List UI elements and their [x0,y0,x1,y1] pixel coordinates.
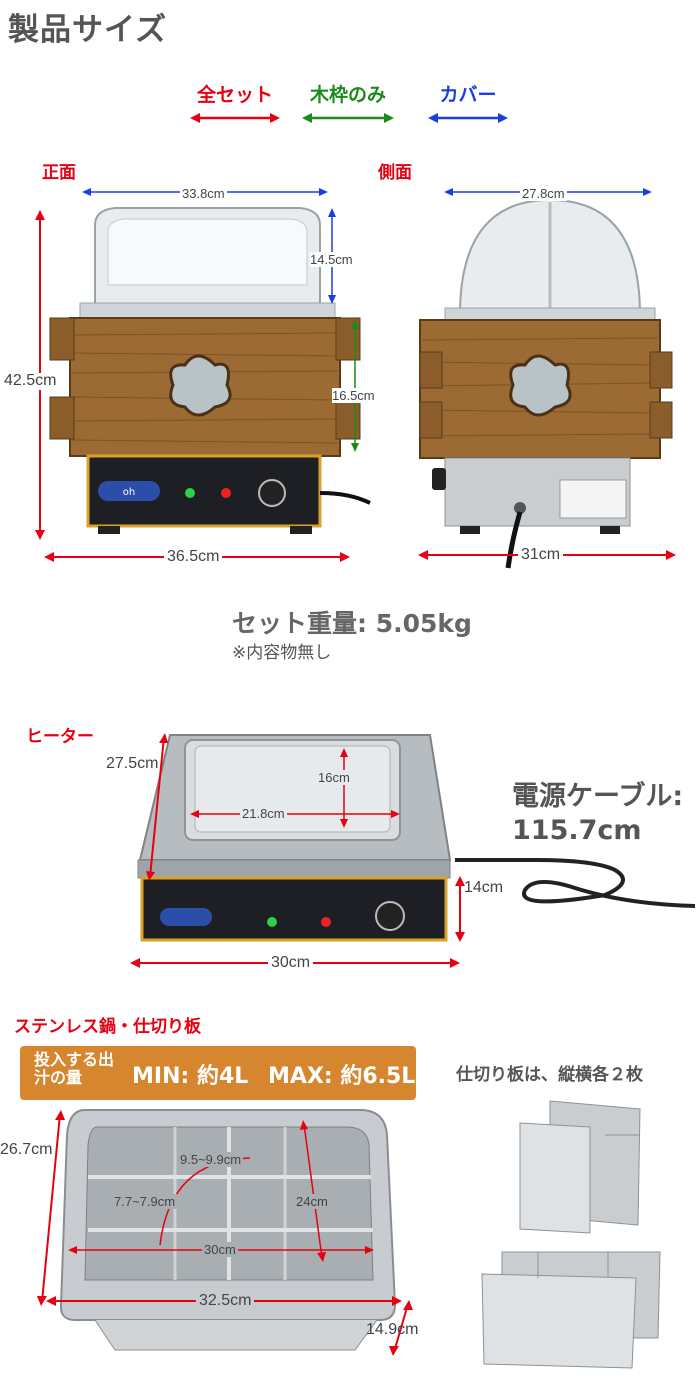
front-total-height-value: 42.5cm [4,372,57,390]
legend-red-arrow [190,113,280,123]
side-cover-width-value: 27.8cm [520,186,567,201]
broth-volume-banner: 投入する出汁の量 MIN: 約4L MAX: 約6.5L [20,1046,416,1100]
pot-inner-depth-value: 24cm [294,1194,330,1209]
legend-full-set-label: 全セット [196,84,273,106]
heater-plate-width-arrow [190,810,400,818]
pot-height-value: 14.9cm [366,1321,419,1338]
side-view-illustration [419,198,673,569]
heater-height-arrow [455,876,465,942]
set-weight-note: ※内容物無し [232,643,332,663]
heater-depth-arrow [146,733,168,881]
divider-plates-vertical [519,1100,641,1234]
legend-wood-frame: 木枠のみ [302,80,394,129]
divider-note: 仕切り板は、縦横各２枚 [456,1065,643,1085]
legend-wood-frame-label: 木枠のみ [309,84,386,106]
pot-depth-arrow [37,1110,65,1306]
broth-volume-min: MIN: 約4L [132,1064,249,1089]
legend-blue-arrow [428,113,508,123]
heater-plate-height-value: 16cm [316,770,352,785]
front-cover-height-value: 14.5cm [310,252,353,267]
pot-inner-width-value: 30cm [202,1242,238,1257]
front-frame-height-value: 16.5cm [332,388,375,403]
legend-cover: カバー [428,80,508,129]
divider-plates-horizontal [481,1251,661,1369]
heater-depth-value: 27.5cm [106,755,159,772]
front-frame-height-arrow [351,320,359,452]
front-view-label: 正面 [42,163,76,183]
pot-outer-width-value: 32.5cm [196,1292,255,1310]
heater-plate-height-arrow [340,748,348,828]
heater-label: ヒーター [26,727,94,747]
heater-width-value: 30cm [268,954,314,972]
legend-green-arrow [302,113,394,123]
side-total-width-value: 31cm [518,546,564,564]
legend-full-set: 全セット [190,80,280,129]
cable-length-value: 115.7cm [512,814,642,846]
side-view-label: 側面 [378,163,412,183]
pot-section-label: ステンレス鍋・仕切り板 [14,1017,201,1037]
pot-inner-a-value: 9.5~9.9cm [178,1152,244,1167]
legend-cover-label: カバー [439,84,497,106]
front-view-illustration: oh [49,207,371,534]
pot-height-arrow [389,1300,413,1356]
page-title: 製品サイズ [8,12,168,48]
stainless-pot-illustration [59,1109,397,1351]
cable-label: 電源ケーブル: 115.7cm [512,780,683,848]
pot-inner-b-value: 7.7~7.9cm [112,1194,178,1209]
broth-volume-banner-label: 投入する出汁の量 [34,1050,115,1088]
broth-volume-max: MAX: 約6.5L [268,1064,416,1089]
heater-plate-width-value: 21.8cm [240,806,287,821]
heater-illustration [137,734,452,942]
pot-inner-depth-arrow [300,1120,326,1262]
front-total-width-value: 36.5cm [164,548,223,566]
cable-label-title: 電源ケーブル: [512,781,684,812]
set-weight: セット重量: 5.05kg [232,609,472,638]
svg-text:oh: oh [123,487,135,498]
power-cable-illustration [454,858,696,908]
heater-height-value: 14cm [464,879,504,896]
front-cover-width-value: 33.8cm [180,186,227,201]
pot-depth-value: 26.7cm [0,1141,53,1158]
